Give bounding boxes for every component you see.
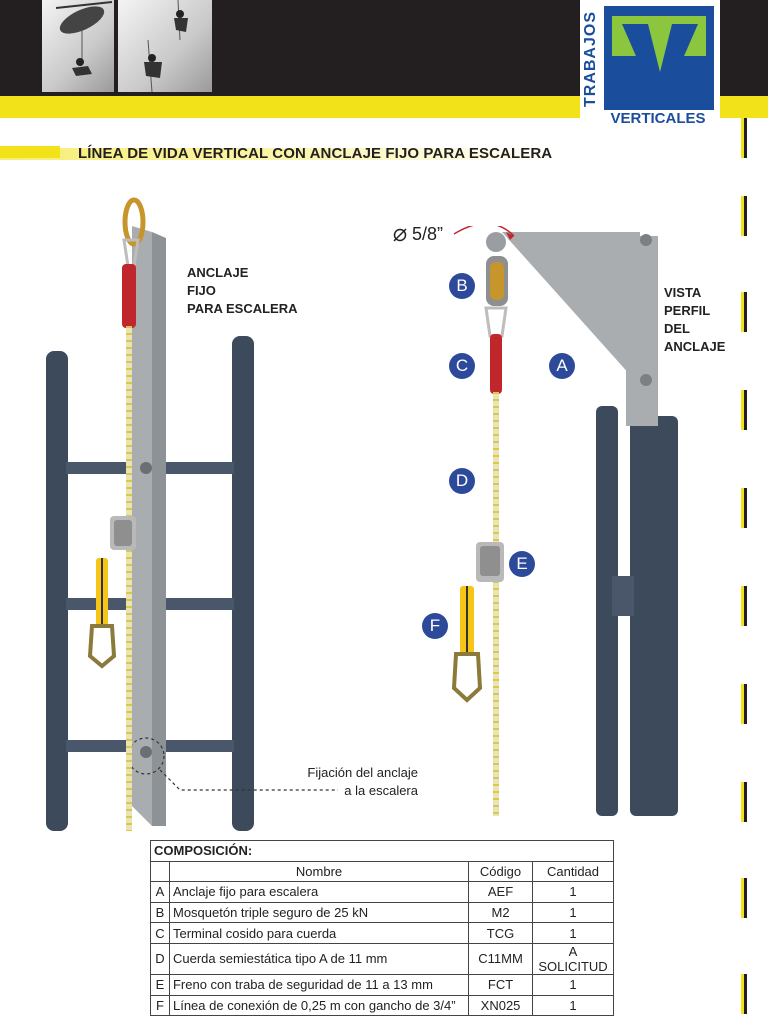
logo-text-bottom: VERTICALES [610,110,706,127]
table-row: E Freno con traba de seguridad de 11 a 1… [150,973,614,996]
badge-a: A [549,353,575,379]
table-row: A Anclaje fijo para escalera AEF 1 [150,881,614,903]
badge-e: E [509,551,535,577]
edge-mark [741,292,749,332]
column-header-qty: Cantidad [532,860,614,883]
composition-heading: COMPOSICIÓN: [150,840,614,862]
helicopter-rescue-photo [42,0,114,92]
edge-mark [741,390,749,430]
edge-mark [741,488,749,528]
composition-table: COMPOSICIÓN: Nombre Código Cantidad A An… [150,840,614,1017]
page-title: LÍNEA DE VIDA VERTICAL CON ANCLAJE FIJO … [78,145,553,162]
diameter-label: 5/8” [392,224,443,245]
ladder-lifeline-illustration [46,197,254,831]
rope-access-photo [118,0,212,92]
title-highlight [0,148,560,160]
edge-mark [741,782,749,822]
table-row: F Línea de conexión de 0,25 m con gancho… [150,994,614,1017]
fijacion-leader-line [160,769,338,791]
edge-mark [741,118,749,158]
badge-c: C [449,353,475,379]
title-accent [0,146,60,158]
diameter-icon [393,227,407,242]
edge-mark [741,586,749,626]
column-header-letter [150,860,170,883]
header-stripe [0,96,768,118]
anclaje-label: ANCLAJE FIJO PARA ESCALERA [187,265,298,316]
table-row: B Mosquetón triple seguro de 25 kN M2 1 [150,901,614,924]
column-header-code: Código [468,860,533,883]
table-row: C Terminal cosido para cuerda TCG 1 [150,922,614,944]
badge-d: D [449,468,475,494]
column-header-name: Nombre [168,860,470,883]
table-row: D Cuerda semiestática tipo A de 11 mm C1… [150,942,614,975]
vista-label: VISTA PERFIL DEL ANCLAJE [664,285,726,354]
logo-mark [604,6,714,110]
edge-mark [741,974,749,1014]
anchor-profile-illustration [451,226,678,816]
edge-mark [741,196,749,236]
edge-mark [741,684,749,724]
badge-f: F [422,613,448,639]
edge-mark [741,878,749,918]
fijacion-label: Fijación del anclaje a la escalera [307,765,418,798]
badge-b: B [449,273,475,299]
logo-text-vertical: TRABAJOS [582,11,599,108]
